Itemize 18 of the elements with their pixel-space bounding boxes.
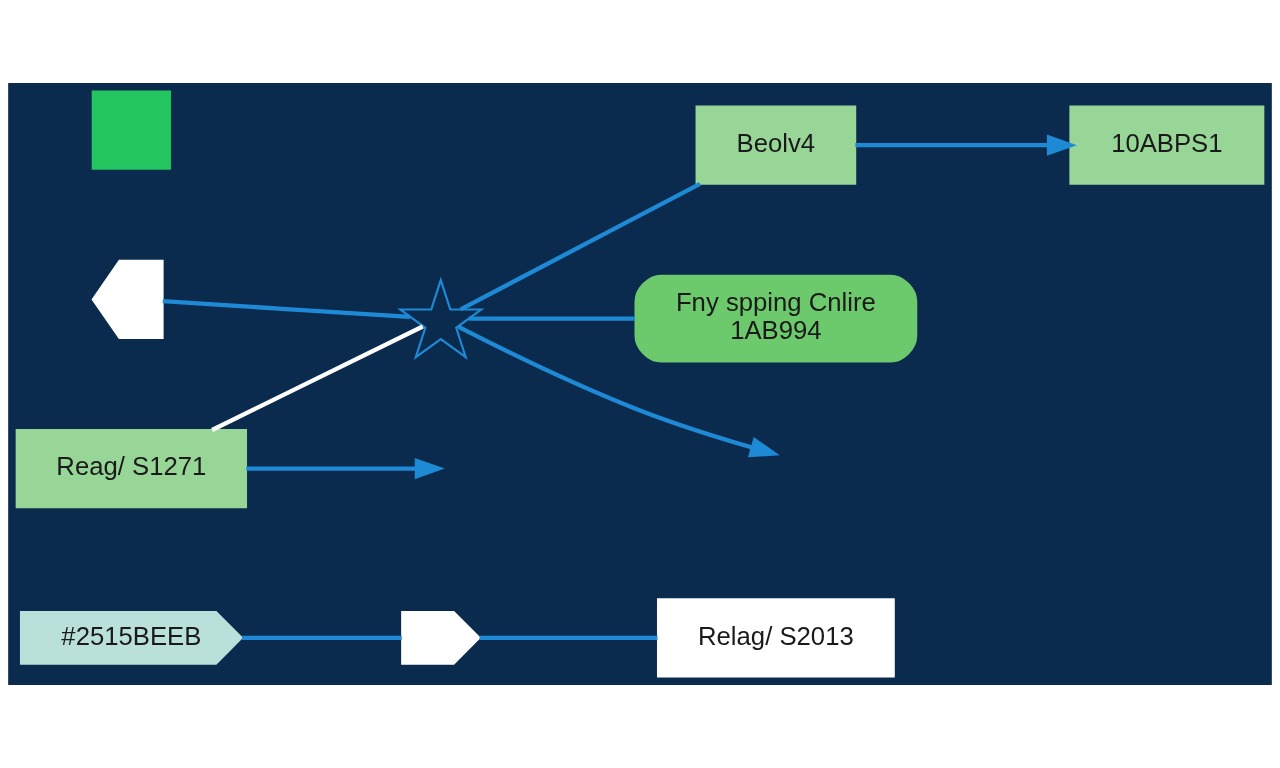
- arrow: [246, 458, 445, 480]
- arrow: [457, 324, 780, 458]
- node-box: 10ABPS1: [1069, 105, 1265, 185]
- node-star: [397, 276, 485, 361]
- node-box: Fny spping Cnlire 1AB994: [634, 274, 918, 363]
- node-box: Relag/ S2013: [656, 598, 895, 678]
- connector: [479, 635, 658, 640]
- node-pentagon: [91, 259, 164, 339]
- connector: [211, 324, 424, 432]
- connector: [468, 316, 635, 321]
- node-box: [91, 90, 171, 170]
- node-box: Reag/ S1271: [15, 429, 248, 509]
- node-chevron: [401, 611, 481, 665]
- connector: [162, 299, 411, 319]
- node-box: Beolv4: [695, 105, 857, 185]
- arrow: [855, 134, 1077, 156]
- connector: [459, 181, 701, 312]
- connector: [241, 635, 402, 640]
